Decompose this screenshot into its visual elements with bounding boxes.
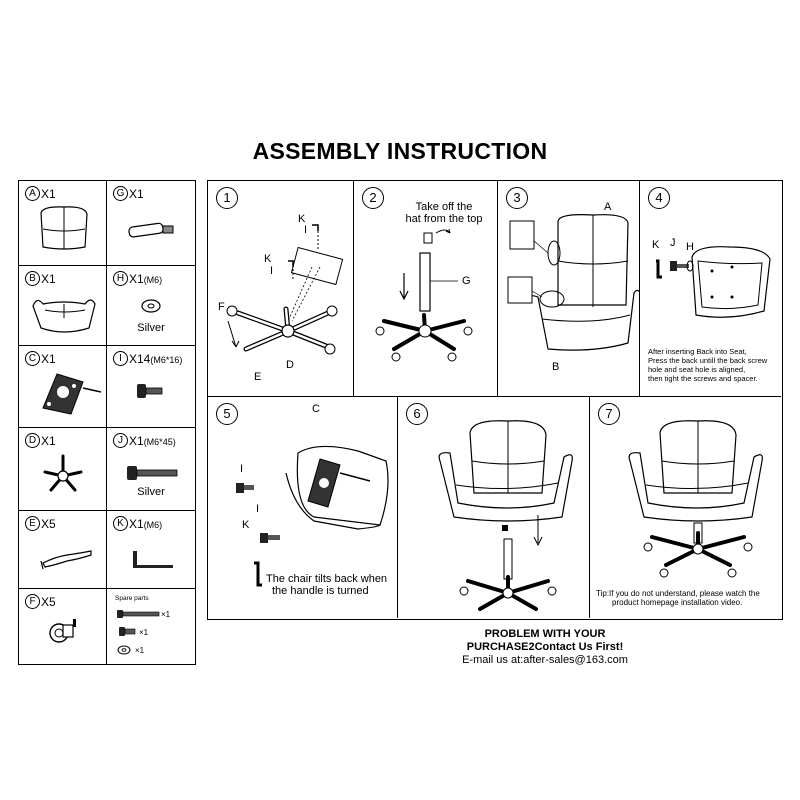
allen-key-drawing xyxy=(133,551,173,568)
page-title: ASSEMBLY INSTRUCTION xyxy=(252,138,548,164)
step-4-note-4: then tight the screws and spacer. xyxy=(648,374,758,383)
seat-drawing xyxy=(32,299,96,333)
mechanism-drawing xyxy=(42,373,102,415)
caster-drawing xyxy=(49,619,76,643)
spare-parts-drawing xyxy=(117,610,160,655)
base-drawing xyxy=(43,454,83,492)
gas-lift-drawing xyxy=(128,222,174,238)
long-bolt-drawing xyxy=(127,466,178,480)
step-1-drawing xyxy=(226,224,344,355)
step-4-note-1: After inserting Back into Seat, xyxy=(648,347,747,356)
step-6: 6 xyxy=(398,397,590,618)
step-4: 4 K J H After inserting Back into Seat, … xyxy=(640,181,781,397)
step-7-drawing xyxy=(628,420,763,578)
step-4-drawing xyxy=(656,246,771,318)
cover-drawing xyxy=(40,550,92,570)
short-bolt-drawing xyxy=(137,384,163,398)
washer-drawing xyxy=(141,299,161,313)
chair-back-drawing xyxy=(40,206,88,250)
step-2-drawing xyxy=(375,228,473,362)
step-7: 7 Tip:If you do not understand, please w… xyxy=(590,397,781,618)
assembly-steps: 1 K I K I F E D 2 Take off the hat from … xyxy=(207,180,783,620)
step-4-note-3: hole and seat hole is aligned, xyxy=(648,365,746,374)
footer-email: E-mail us at:after-sales@163.com xyxy=(462,654,628,666)
step-3: 3 A B xyxy=(498,181,640,397)
step-6-drawing xyxy=(438,420,573,611)
step-1: 1 K I K I F E D xyxy=(208,181,354,397)
spare-parts: Spare parts ×1 ×1 ×1 xyxy=(107,589,195,665)
step-3-drawing xyxy=(507,214,640,351)
step-5-drawing xyxy=(236,445,389,587)
footer-line-2: PURCHASE2Contact Us First! xyxy=(466,641,624,653)
footer-line-1: PROBLEM WITH YOUR xyxy=(484,628,606,640)
step-5: 5 C I I K The chair tilts back when the … xyxy=(208,397,398,618)
step-2: 2 Take off the hat from the top G xyxy=(354,181,498,397)
step-4-note-2: Press the back untill the back screw xyxy=(648,356,768,365)
